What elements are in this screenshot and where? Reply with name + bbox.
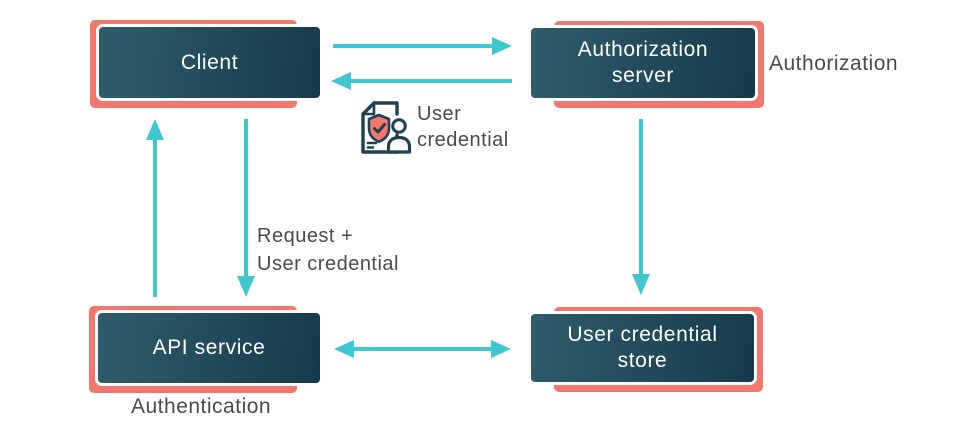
arrow-api-service-credential-store-bidirectional: [334, 340, 511, 358]
authentication-label: Authentication: [131, 395, 272, 418]
user-credential-label: User credential: [417, 103, 509, 151]
node-api-service: API service: [89, 306, 323, 393]
node-authorization-server: Authorization server: [528, 21, 764, 108]
user-credential-icon: [361, 101, 412, 154]
node-client: Client: [90, 20, 323, 108]
node-user-credential-store-label: User credential store: [528, 311, 757, 385]
node-client-label: Client: [96, 24, 323, 101]
arrow-api-service-to-client: [146, 119, 164, 297]
request-user-credential-label: Request + User credential: [257, 225, 400, 275]
node-user-credential-store: User credential store: [528, 307, 763, 392]
arrow-auth-server-to-credential-store: [632, 119, 650, 295]
node-api-service-label: API service: [95, 310, 323, 386]
authorization-label: Authorization: [769, 52, 899, 75]
arrow-auth-server-to-client: [331, 72, 512, 90]
node-authorization-server-label: Authorization server: [528, 25, 758, 101]
arrow-client-to-api-service: [237, 119, 255, 297]
arrow-client-to-auth-server: [333, 37, 512, 55]
